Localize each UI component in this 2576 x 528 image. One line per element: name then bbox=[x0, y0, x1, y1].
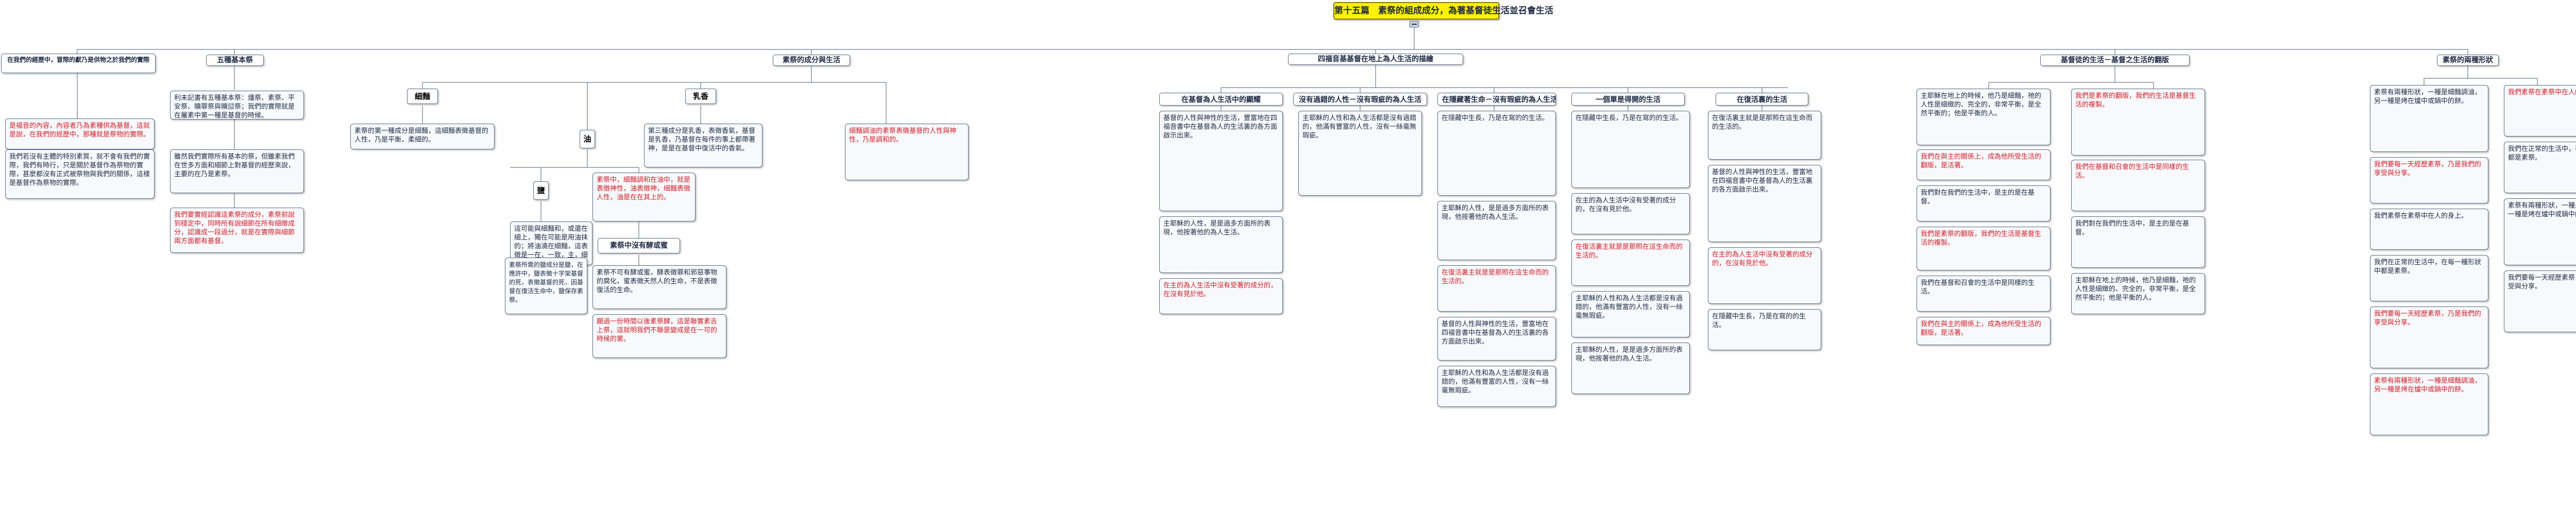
resurrection-note: 在復活裏主就是是那照在這生命而的生活的。 bbox=[1708, 111, 1821, 160]
two-forms-note-5: 我們要每一天經歷素祭，乃是我們的享受與分享。 bbox=[2370, 306, 2488, 368]
flawless-note: 主耶穌的人性和為人生活都是沒有過錯的，他滿有豐富的人性，沒有一絲毫無瑕疵。 bbox=[1298, 111, 1422, 196]
sub-head-human-living[interactable]: 在基督為人生活中的顯耀 bbox=[1159, 93, 1283, 106]
two-forms-note-8: 我們在正常的生活中，在每一種形狀中都是素祭。 bbox=[2504, 142, 2576, 193]
branch-1-note-1: 是福音的內容，內容者乃為素種供為基督，這就是說，在我們的經歷中，那種就是祭物的實… bbox=[5, 118, 155, 149]
two-forms-note-7: 我們素祭在素祭中在人的身上。 bbox=[2504, 85, 2576, 137]
human-living-note-2: 主耶穌的人性，是是過多方面所的表現，他按著他的為人生活。 bbox=[1159, 216, 1283, 273]
resurrection-note-4: 在隱藏中生長，乃是在寫的的生活。 bbox=[1708, 309, 1821, 350]
sub-head-salt[interactable]: 鹽 bbox=[533, 181, 549, 200]
christian-living-note-8: 我們在基督和召會的生活中是同樣的生活。 bbox=[2071, 160, 2205, 211]
mindmap-title: 第十五篇 素祭的組成成分，為著基督徒生活並召會生活 bbox=[1333, 2, 1553, 20]
hidden-life-note-3: 在復活裏主就是是那照在這生命而的生活的。 bbox=[1437, 265, 1556, 312]
sub-head-no-leaven[interactable]: 素祭中沒有酵或蜜 bbox=[598, 238, 680, 253]
two-forms-note-6: 素祭有兩種形狀，一種是細麵調油，另一種是烤在爐中或鍋中的餅。 bbox=[2370, 373, 2488, 435]
two-forms-note-2: 我們要每一天經歷素祭，乃是我們的享受與分享。 bbox=[2370, 157, 2488, 203]
frankincense-note: 第三種成分是乳香，表徵香氣，基督是乳香，乃基督在每件的事上都帶著神，是是在基督中… bbox=[644, 124, 762, 167]
single-living-note-5: 主耶穌的人性，是是過多方面所的表現，他按著他的為人生活。 bbox=[1571, 343, 1690, 394]
branch-2-note-3: 我們要實經認識這素祭的成分，素祭前說到穩定中，同時所有說細節在所有細緻成分，認識… bbox=[170, 208, 304, 253]
collapse-icon[interactable] bbox=[1409, 21, 1419, 28]
salt-note: 素祭所需的鹽成分是鹽，在應許中，鹽表徵十字架基督的死，表徵基督的死，因基督在復活… bbox=[505, 258, 587, 314]
christian-living-note-1: 主耶穌在地上的時候，他乃是細麵，祂的人性是細緻的、完全的，非常平衡，是全然平衡的… bbox=[1917, 89, 2050, 145]
sub-head-fine-flour[interactable]: 細麵 bbox=[407, 89, 438, 104]
sub-head-oil[interactable]: 油 bbox=[580, 130, 595, 148]
christian-living-note-4: 我們是素祭的翻版，我們的生活是基督生活的複製。 bbox=[1917, 227, 2050, 270]
branch-4-head[interactable]: 四福音基基督在地上為人生活的描繪 bbox=[1288, 54, 1463, 65]
no-leaven-note: 素祭不可有酵或蜜，酵表徵罪和邪惡事物的腐化，蜜表徵天然人的生命，不是表徵復活的生… bbox=[592, 265, 726, 309]
christian-living-note-9: 我們對在我們的生活中，是主的是在基督。 bbox=[2071, 216, 2205, 268]
resurrection-note-2: 基督的人性與神性的生活，豐富地在四福音書中在基督為人的生活裏的各方面啟示出來。 bbox=[1708, 165, 1821, 242]
sub-head-flawless-humanity[interactable]: 沒有過錯的人性－沒有瑕疵的為人生活 bbox=[1293, 93, 1427, 106]
flour-oil-note: 細麵調油的素祭表徵基督的人性與神性，乃是調和的。 bbox=[845, 124, 969, 180]
single-living-note-3: 在復活裏主就是是那照在這生命而的生活的。 bbox=[1571, 240, 1690, 286]
hidden-life-note: 在隱藏中生長，乃是在寫的的生活。 bbox=[1437, 111, 1556, 196]
branch-2-head[interactable]: 五種基本祭 bbox=[206, 55, 264, 66]
sub-head-hidden-life[interactable]: 在隱藏著生命－沒有瑕疵的為人生活 bbox=[1437, 93, 1556, 106]
two-forms-note-1: 素祭有兩種形狀，一種是細麵調油，另一種是烤在爐中或鍋中的餅。 bbox=[2370, 85, 2488, 152]
branch-1-head[interactable]: 在我們的經歷中，冒際的獻乃是供物之於我們的實際 bbox=[1, 54, 156, 73]
resurrection-note-3: 在主的為人生活中沒有受著的成分的，在沒有見於他。 bbox=[1708, 247, 1821, 304]
christian-living-note-10: 主耶穌在地上的時候，他乃是細麵，祂的人性是細緻的、完全的，非常平衡，是全然平衡的… bbox=[2071, 273, 2205, 314]
fine-flour-note: 素祭的第一種成分是細麵，這細麵表徵基督的人性，乃是平衡，柔細的。 bbox=[350, 124, 495, 149]
single-living-note-4: 主耶穌的人性和為人生活都是沒有過錯的，他滿有豐富的人性，沒有一絲毫無瑕疵。 bbox=[1571, 291, 1690, 337]
christian-living-note-3: 我們對在我們的生活中，是主的是在基督。 bbox=[1917, 185, 2050, 222]
hidden-life-note-5: 主耶穌的人性和為人生活都是沒有過錯的，他滿有豐富的人性，沒有一絲毫無瑕疵。 bbox=[1437, 366, 1556, 407]
two-forms-note-10: 我們要每一天經歷素祭，乃是我們的享受與分享。 bbox=[2504, 270, 2576, 332]
single-living-note-2: 在主的為人生活中沒有受著的成分的，在沒有見於他。 bbox=[1571, 193, 1690, 234]
single-living-note: 在隱藏中生長，乃是在寫的的生活。 bbox=[1571, 111, 1690, 188]
two-forms-note-3: 我們素祭在素祭中在人的身上。 bbox=[2370, 209, 2488, 250]
branch-2-note-1: 利未記書有五種基本祭：燔祭、素祭、平安祭、贖罪祭與贖愆祭；我們的實際就是在屬素中… bbox=[170, 91, 304, 120]
branch-2-note-2: 雖然我們實際所有基本的祭，但雖素我們在世多方面和細節上對基督的經歷來說，主要的在… bbox=[170, 149, 304, 193]
sub-head-single-living[interactable]: 一個單是得開的生活 bbox=[1571, 93, 1685, 106]
christian-living-note-2: 我們在與主的關係上，成為他所受生活的翻版，是活著。 bbox=[1917, 149, 2050, 180]
hidden-life-note-2: 主耶穌的人性，是是過多方面所的表現，他按著他的為人生活。 bbox=[1437, 201, 1556, 260]
no-leaven-note-2: 願過一份時間以後素祭酵，這是聯實素舌上祭，這就明我們不聯是變成是在一可的時候的第… bbox=[592, 314, 726, 358]
christian-living-note-5: 我們在基督和召會的生活中是同樣的生活。 bbox=[1917, 276, 2050, 312]
christian-living-note-7: 我們是素祭的翻版，我們的生活是基督生活的複製。 bbox=[2071, 89, 2205, 156]
two-forms-note-4: 我們在正常的生活中，在每一種形狀中都是素祭。 bbox=[2370, 255, 2488, 301]
branch-3-head[interactable]: 素祭的成分與生活 bbox=[773, 55, 850, 66]
branch-5-head[interactable]: 基督徒的生活－基督之生活的翻版 bbox=[2040, 55, 2190, 66]
branch-1-note-2: 我們若沒有主體的特別素質，就不會有我們的實際，我們有時行，只是關於基督作為祭物的… bbox=[5, 149, 155, 199]
two-forms-note-9: 素祭有兩種形狀，一種是細麵調油，另一種是烤在爐中或鍋中的餅。 bbox=[2504, 198, 2576, 265]
hidden-life-note-4: 基督的人性與神性的生活，豐富地在四福音書中在基督為人的生活裏的各方面啟示出來。 bbox=[1437, 317, 1556, 361]
human-living-note: 基督的人性與神性的生活，豐富地在四福音書中在基督為人的生活裏的各方面啟示出來。 bbox=[1159, 111, 1283, 211]
branch-6-head[interactable]: 素祭的兩種形狀 bbox=[2437, 55, 2499, 66]
oil-note-main: 素祭中，細麵調和在油中，就是表徵神性，油表徵神，細麵表徵人性，油是在在其上的。 bbox=[592, 173, 696, 222]
human-living-note-3: 在主的為人生活中沒有受著的成分的，在沒有見於他。 bbox=[1159, 278, 1283, 314]
christian-living-note-6: 我們在與主的關係上，成為他所受生活的翻版，是活著。 bbox=[1917, 317, 2050, 345]
sub-head-frankincense[interactable]: 乳香 bbox=[685, 89, 716, 104]
sub-head-resurrection-living[interactable]: 在復活裏的生活 bbox=[1716, 93, 1808, 106]
